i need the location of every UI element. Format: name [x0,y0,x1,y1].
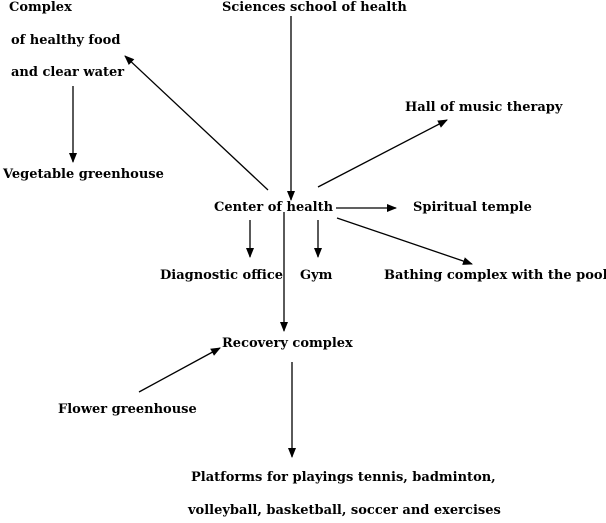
node-food-complex-line3: and clear water [11,65,125,80]
node-vegetable-greenhouse: Vegetable greenhouse [3,167,164,182]
node-sciences-school: Sciences school of health [222,0,407,15]
node-recovery-complex: Recovery complex [222,336,353,351]
node-platforms-line2: volleyball, basketball, soccer and exerc… [188,503,501,518]
node-food-complex-line1: Complex [9,0,72,15]
node-flower-greenhouse: Flower greenhouse [58,402,197,417]
arrow-flower-to-recovery [138,347,221,393]
node-diagnostic-office: Diagnostic office [160,268,284,283]
arrow-center-to-bathing [336,217,473,265]
node-food-complex-line2: of healthy food [11,33,121,48]
node-platforms-line1: Platforms for playings tennis, badminton… [191,470,496,485]
node-hall-music-therapy: Hall of music therapy [405,100,563,115]
arrow-center-to-food-complex [124,55,269,191]
node-center-of-health: Center of health [214,200,334,215]
arrow-center-to-music-hall [317,119,448,188]
node-spiritual-temple: Spiritual temple [413,200,532,215]
node-gym: Gym [300,268,333,283]
node-bathing-complex: Bathing complex with the pool [384,268,606,283]
